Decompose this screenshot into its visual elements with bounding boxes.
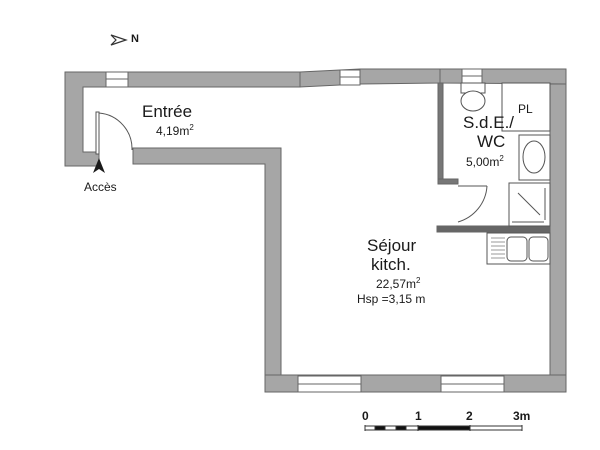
windows — [105, 68, 505, 393]
sink-basin — [522, 140, 546, 174]
access-label: Accès — [84, 180, 117, 194]
doors — [95, 111, 488, 223]
drainboard — [491, 237, 505, 259]
room-area-sde: 5,00m2 — [466, 154, 504, 169]
scale-tick-3m: 3m — [513, 409, 531, 423]
scale-tick-1: 1 — [415, 409, 422, 423]
room-name-entree: Entrée — [142, 102, 193, 121]
scale-tick-0: 0 — [362, 409, 369, 423]
ceiling-height: Hsp =3,15 m — [357, 292, 426, 306]
partition-counter — [436, 225, 551, 233]
entry-door-swing — [98, 112, 133, 151]
room-name-sde-line2: WC — [477, 132, 506, 151]
room-name-sejour-line1: Séjour — [367, 236, 417, 255]
kitchen-basin-2 — [528, 236, 549, 262]
wall-top-center — [299, 68, 441, 88]
kitchen-basin-1 — [506, 236, 528, 262]
compass-label: N — [131, 33, 139, 45]
entry-arrow-icon — [93, 158, 105, 173]
wall-top-right — [439, 68, 567, 85]
room-area-entree: 4,19m2 — [156, 123, 194, 138]
shower — [508, 182, 551, 227]
room-name-sde-line1: S.d.E./ — [463, 113, 515, 132]
room-area-sejour: 22,57m2 — [376, 276, 421, 291]
entry-door-leaf — [95, 111, 100, 155]
scale-bar — [364, 425, 523, 431]
north-arrow-icon — [110, 34, 128, 46]
placard — [501, 82, 551, 132]
wall-sde-left — [437, 82, 444, 182]
wc-bowl — [460, 90, 486, 112]
sde-door-swing — [457, 185, 488, 223]
wall-sde-bottom-left — [437, 178, 459, 185]
wall-entree-bottom — [132, 147, 282, 379]
room-name-sejour-line2: kitch. — [371, 255, 411, 274]
scale-tick-2: 2 — [466, 409, 473, 423]
wall-right — [549, 83, 567, 393]
fixtures — [460, 82, 551, 265]
placard-label: PL — [518, 102, 533, 116]
